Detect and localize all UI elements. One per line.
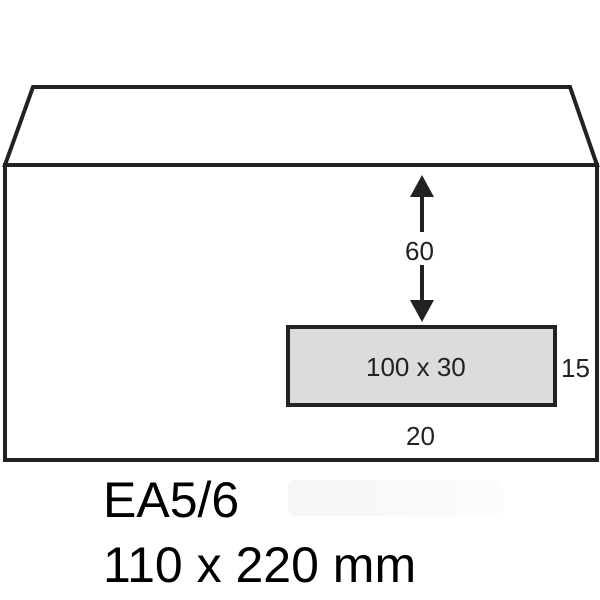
bottom-offset-label: 20 xyxy=(406,421,435,451)
envelope-flap xyxy=(2,85,600,167)
address-window xyxy=(286,325,557,407)
envelope-format-label: EA5/6 xyxy=(103,472,240,528)
window-size-label: 100 x 30 xyxy=(366,352,466,382)
faded-text-smudge xyxy=(288,480,503,516)
envelope-size-label: 110 x 220 mm xyxy=(103,537,417,593)
envelope-body xyxy=(3,163,599,462)
right-offset-label: 15 xyxy=(561,353,590,383)
vertical-dimension-arrow-icon xyxy=(410,175,434,322)
top-offset-label: 60 xyxy=(405,236,434,266)
